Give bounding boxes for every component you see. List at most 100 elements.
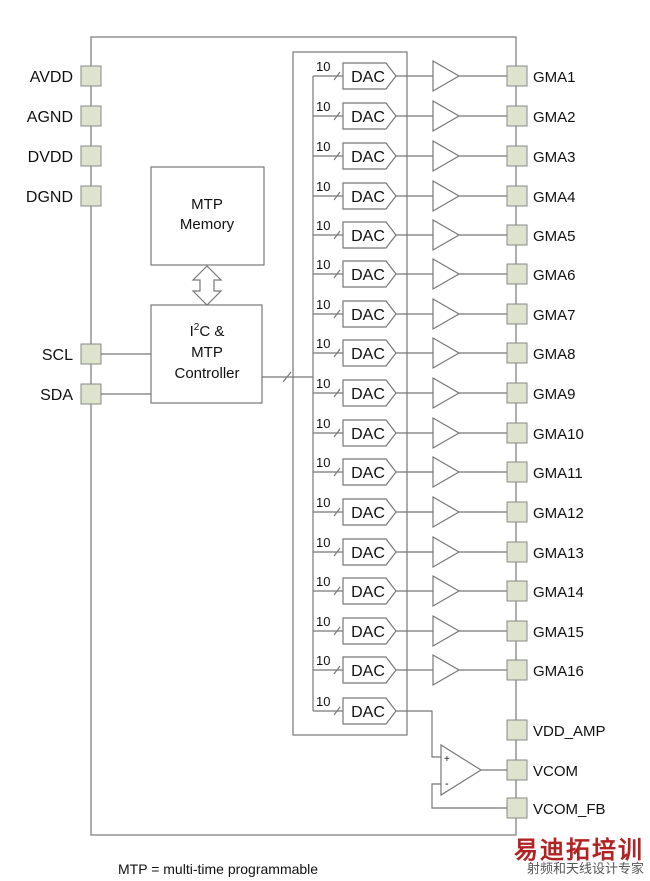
bus-width-label-2: 10 bbox=[316, 99, 330, 114]
dac-block-16 bbox=[342, 656, 397, 684]
bus-width-label-4: 10 bbox=[316, 179, 330, 194]
dac-label-17: DAC bbox=[351, 704, 385, 721]
pin-gma5 bbox=[506, 224, 528, 246]
pin-label-gma16: GMA16 bbox=[533, 663, 584, 680]
pin-label-gma11: GMA11 bbox=[533, 465, 583, 482]
pin-label-vdd-amp: VDD_AMP bbox=[533, 723, 606, 740]
dac-label-15: DAC bbox=[351, 624, 385, 641]
pin-label-dgnd: DGND bbox=[26, 189, 73, 206]
pin-gma9 bbox=[506, 382, 528, 404]
pin-gma3 bbox=[506, 145, 528, 167]
buffer-amp-8 bbox=[432, 336, 461, 370]
dac-label-7: DAC bbox=[351, 307, 385, 324]
bus-width-label-11: 10 bbox=[316, 455, 330, 470]
dac-block-5 bbox=[342, 221, 397, 249]
dac-label-3: DAC bbox=[351, 149, 385, 166]
dac-input-slash-13 bbox=[333, 547, 341, 557]
pin-dgnd bbox=[80, 185, 102, 207]
pin-gma12 bbox=[506, 501, 528, 523]
dac-label-8: DAC bbox=[351, 346, 385, 363]
pin-label-gma1: GMA1 bbox=[533, 69, 576, 86]
pin-label-gma3: GMA3 bbox=[533, 149, 576, 166]
pin-label-vcom: VCOM bbox=[533, 763, 578, 780]
pin-gma16 bbox=[506, 659, 528, 681]
dac-label-6: DAC bbox=[351, 267, 385, 284]
dac-label-2: DAC bbox=[351, 109, 385, 126]
pin-vcom bbox=[506, 759, 528, 781]
dac-input-slash-4 bbox=[333, 191, 341, 201]
pin-gma2 bbox=[506, 105, 528, 127]
pin-vcom-fb bbox=[506, 797, 528, 819]
pin-gma11 bbox=[506, 461, 528, 483]
bus-width-label-14: 10 bbox=[316, 574, 330, 589]
dac-label-4: DAC bbox=[351, 189, 385, 206]
pin-dvdd bbox=[80, 145, 102, 167]
pin-label-gma13: GMA13 bbox=[533, 545, 584, 562]
pin-label-sda: SDA bbox=[40, 387, 73, 404]
pin-gma15 bbox=[506, 620, 528, 642]
pin-label-gma15: GMA15 bbox=[533, 624, 584, 641]
dac-block-11 bbox=[342, 458, 397, 486]
dac-block-1 bbox=[342, 62, 397, 90]
buffer-amp-13 bbox=[432, 535, 461, 569]
pin-gma10 bbox=[506, 422, 528, 444]
dac-label-10: DAC bbox=[351, 426, 385, 443]
buffer-amp-9 bbox=[432, 376, 461, 410]
pin-gma13 bbox=[506, 541, 528, 563]
dac-block-4 bbox=[342, 182, 397, 210]
buffer-amp-10 bbox=[432, 416, 461, 450]
buffer-amp-12 bbox=[432, 495, 461, 529]
vcom-opamp bbox=[440, 743, 483, 797]
buffer-amp-15 bbox=[432, 614, 461, 648]
pin-label-vcom-fb: VCOM_FB bbox=[533, 801, 606, 818]
dac-block-12 bbox=[342, 498, 397, 526]
controller-block bbox=[150, 304, 263, 404]
pin-agnd bbox=[80, 105, 102, 127]
dac-label-12: DAC bbox=[351, 505, 385, 522]
watermark-main: 易迪拓培训 bbox=[514, 836, 644, 864]
buffer-amp-5 bbox=[432, 218, 461, 252]
buffer-amp-16 bbox=[432, 653, 461, 687]
dac-input-slash-10 bbox=[333, 428, 341, 438]
dac-input-slash-9 bbox=[333, 388, 341, 398]
bus-width-label-12: 10 bbox=[316, 495, 330, 510]
opamp-plus-sign: + bbox=[444, 754, 450, 765]
bus-width-label-13: 10 bbox=[316, 535, 330, 550]
bus-width-label-10: 10 bbox=[316, 416, 330, 431]
pin-sda bbox=[80, 383, 102, 405]
dac-label-5: DAC bbox=[351, 228, 385, 245]
memory-controller-arrow bbox=[191, 265, 223, 306]
pin-scl bbox=[80, 343, 102, 365]
pin-label-scl: SCL bbox=[42, 347, 73, 364]
dac-block-2 bbox=[342, 102, 397, 130]
bus-width-label-5: 10 bbox=[316, 218, 330, 233]
pin-gma7 bbox=[506, 303, 528, 325]
mtp-memory-block bbox=[150, 166, 265, 266]
controller-line2: MTP bbox=[191, 344, 223, 361]
controller-line3: Controller bbox=[174, 365, 239, 382]
dac-input-slash-2 bbox=[333, 111, 341, 121]
buffer-amp-11 bbox=[432, 455, 461, 489]
pin-label-gma10: GMA10 bbox=[533, 426, 584, 443]
pin-label-gma4: GMA4 bbox=[533, 189, 576, 206]
bus-width-label-9: 10 bbox=[316, 376, 330, 391]
bus-width-label-16: 10 bbox=[316, 653, 330, 668]
buffer-amp-4 bbox=[432, 179, 461, 213]
buffer-amp-1 bbox=[432, 59, 461, 93]
pin-label-agnd: AGND bbox=[27, 109, 73, 126]
dac-input-slash-16 bbox=[333, 665, 341, 675]
pin-label-gma9: GMA9 bbox=[533, 386, 576, 403]
pin-label-gma6: GMA6 bbox=[533, 267, 576, 284]
bus-width-label-8: 10 bbox=[316, 336, 330, 351]
bus-width-label-15: 10 bbox=[316, 614, 330, 629]
dac-input-slash-14 bbox=[333, 586, 341, 596]
pin-gma14 bbox=[506, 580, 528, 602]
mtp-memory-line1: MTP bbox=[191, 196, 223, 213]
watermark: 易迪拓培训 射频和天线设计专家 bbox=[514, 838, 644, 877]
dac-label-14: DAC bbox=[351, 584, 385, 601]
dac-input-slash-1 bbox=[333, 71, 341, 81]
pin-gma1 bbox=[506, 65, 528, 87]
mtp-memory-line2: Memory bbox=[180, 216, 235, 233]
controller-line1: I2C & bbox=[190, 322, 225, 340]
